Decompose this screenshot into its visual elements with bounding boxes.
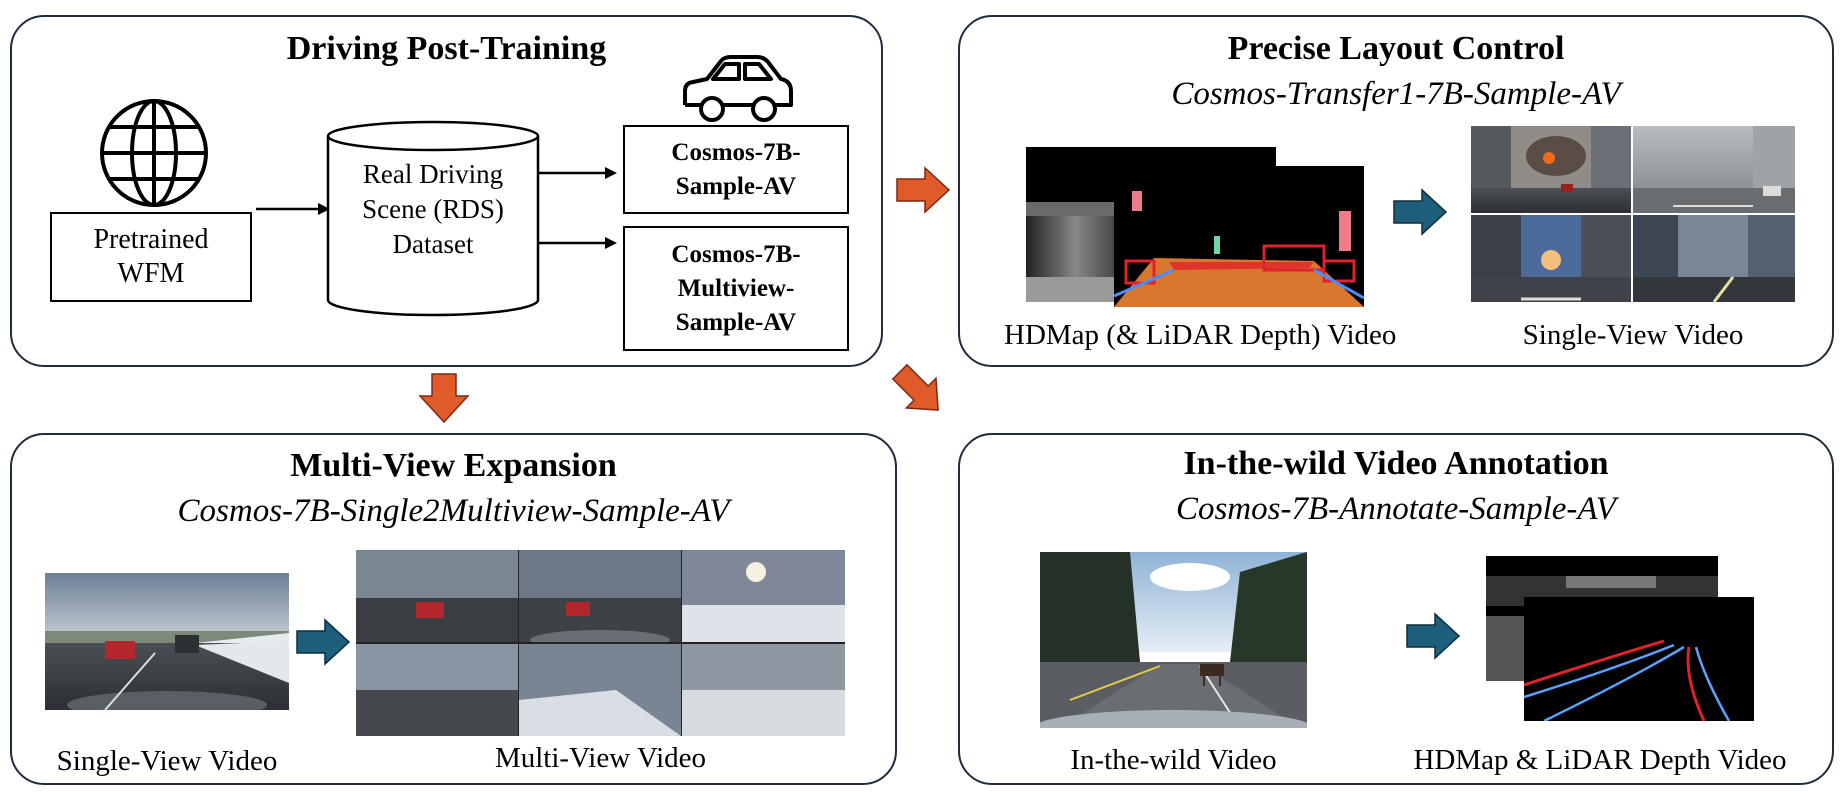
dataset-cylinder-icon [326,120,540,317]
in-the-wild-annotation-panel: In-the-wild Video Annotation Cosmos-7B-A… [958,433,1834,785]
hdmap-caption: HDMap (& LiDAR Depth) Video [1004,319,1397,351]
precise-layout-control-panel: Precise Layout Control Cosmos-Transfer1-… [958,15,1834,367]
panel-title: Precise Layout Control [1227,30,1565,67]
panel-title: In-the-wild Video Annotation [1183,445,1609,482]
flow-arrow [256,203,330,215]
orange-arrow-down [418,373,470,424]
generated-view-sunset [1471,215,1631,302]
flow-arrow [539,237,617,249]
generated-view-fog [1633,126,1795,213]
dataset-label: Real Driving Scene (RDS) Dataset [362,159,504,259]
panel-subtitle: Cosmos-7B-Single2Multiview-Sample-AV [177,493,730,529]
hdmap-image [1114,166,1364,307]
single-view-caption: Single-View Video [56,745,278,777]
panel-title: Driving Post-Training [286,30,607,67]
blue-arrow-right [1393,188,1448,236]
generated-view-dusk [1633,215,1795,302]
hdmap-lidar-caption: HDMap & LiDAR Depth Video [1413,744,1787,776]
multi-view-image [356,550,845,736]
orange-arrow-diagonal [891,363,939,411]
single-view-image [45,573,289,710]
panel-subtitle: Cosmos-Transfer1-7B-Sample-AV [1171,76,1621,112]
car-icon [683,55,793,122]
in-the-wild-caption: In-the-wild Video [1070,744,1277,776]
panel-subtitle: Cosmos-7B-Annotate-Sample-AV [1175,491,1617,527]
multi-view-expansion-panel: Multi-View Expansion Cosmos-7B-Single2Mu… [10,433,897,785]
cosmos-7b-multiview-sample-av-box: Cosmos-7B- Multiview- Sample-AV [623,226,849,351]
pretrained-wfm-box: Pretrained WFM [50,212,252,302]
in-the-wild-image [1040,552,1307,728]
globe-icon [100,99,208,207]
driving-post-training-panel: Driving Post-Training Pretrained WFM Rea… [10,15,883,367]
single-view-caption: Single-View Video [1522,319,1744,351]
hdmap-image [1524,597,1754,721]
cosmos-7b-sample-av-box: Cosmos-7B- Sample-AV [623,125,849,214]
generated-view-fire [1471,126,1631,213]
blue-arrow-right [1406,612,1461,660]
flow-arrow [539,167,617,179]
blue-arrow-right [296,618,351,666]
orange-arrow-right [896,166,951,214]
panel-title: Multi-View Expansion [290,447,617,484]
multi-view-caption: Multi-View Video [494,742,707,774]
